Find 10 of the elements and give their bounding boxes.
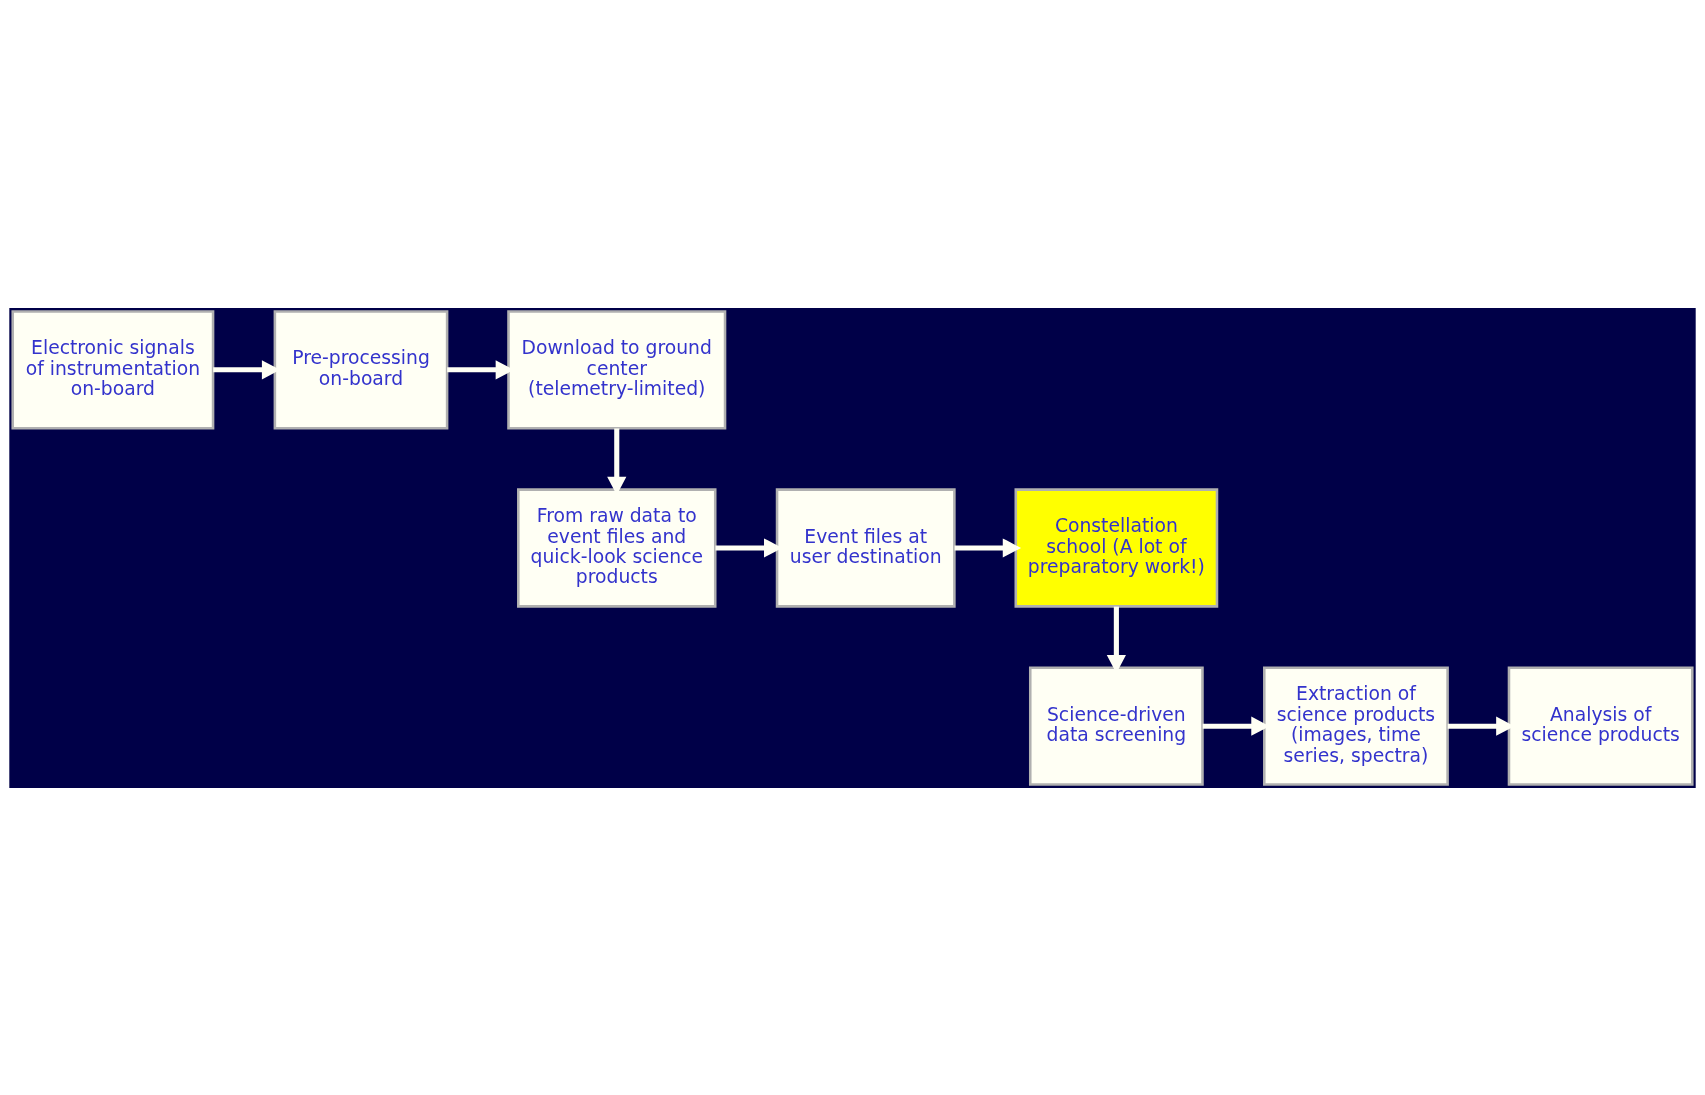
- node-box: Electronic signals of instrumentation on-board: [11, 309, 215, 429]
- node-box: Download to ground center (telemetry-limited): [507, 309, 727, 429]
- node-box: Constellation school (A lot of preparatory work!): [1014, 487, 1219, 608]
- node-box: Extraction of science products (images, time series, spectra): [1263, 666, 1449, 786]
- node-box: Event files at user destination: [775, 487, 956, 608]
- node-box: Analysis of science products: [1507, 666, 1694, 786]
- node-box: Science-driven data screening: [1029, 666, 1204, 786]
- node-box: From raw data to event files and quick-look science products: [517, 487, 717, 608]
- node-box: Pre-processing on-board: [273, 309, 449, 429]
- arrow: [954, 537, 1022, 558]
